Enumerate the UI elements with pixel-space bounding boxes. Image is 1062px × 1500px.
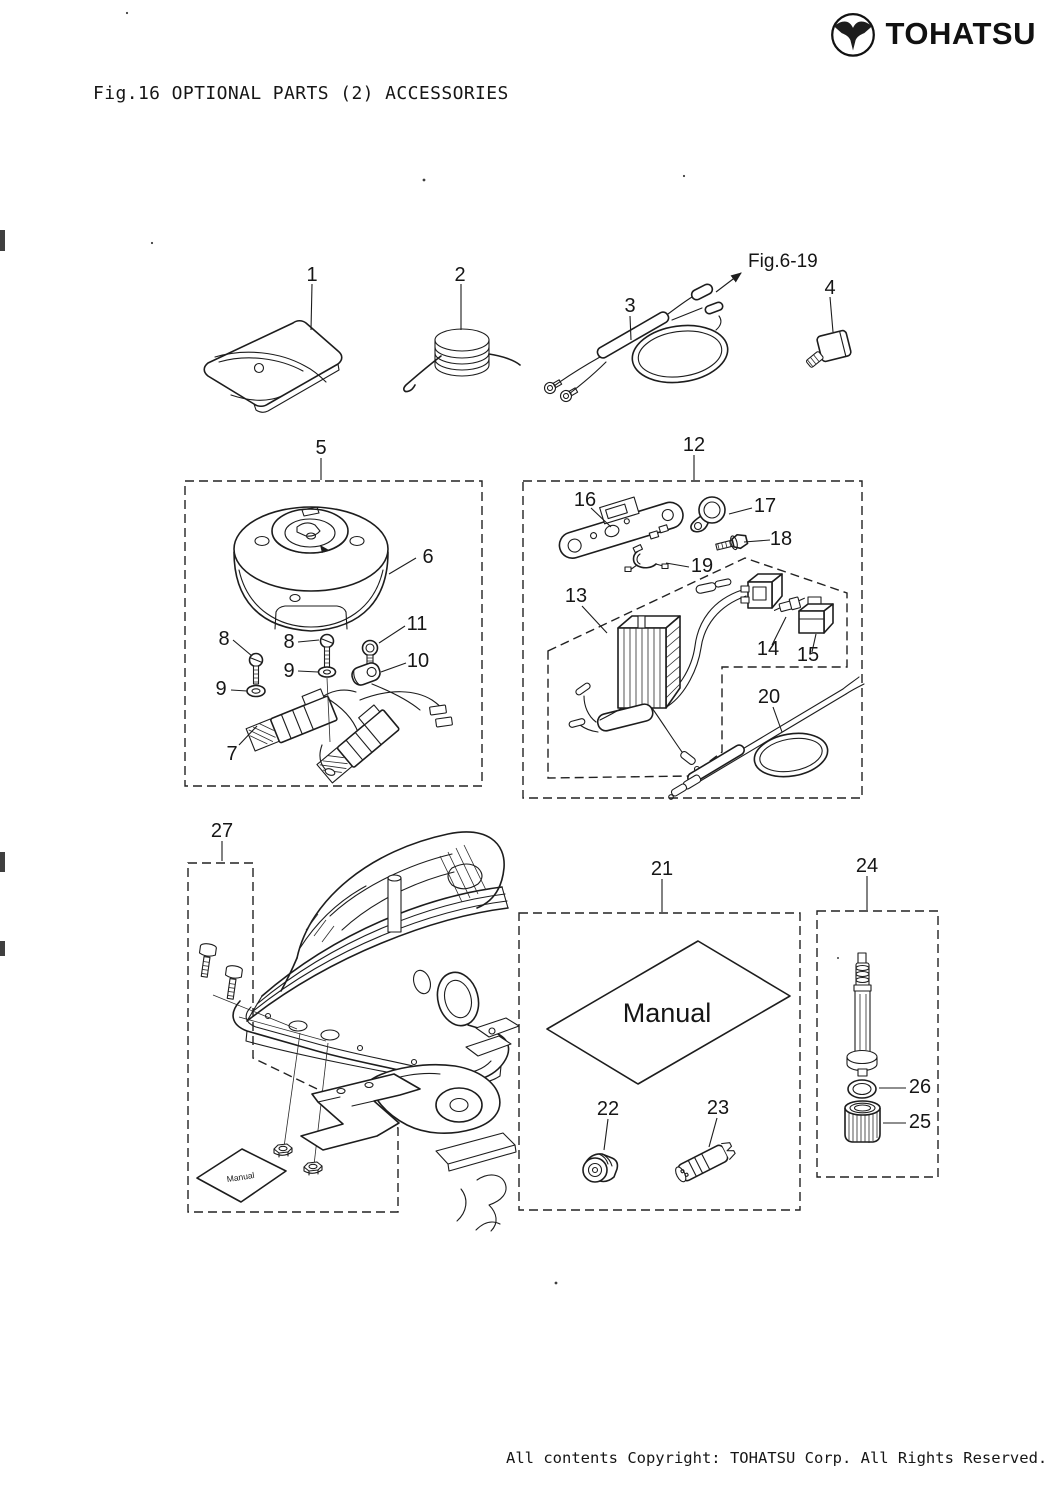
part-24-kit	[844, 952, 881, 1143]
part-18-bolt	[715, 533, 749, 551]
kit-box-5	[184, 480, 483, 787]
tohatsu-logo-icon	[830, 12, 875, 57]
kit-box-21	[518, 912, 801, 1211]
part-label-2: 2	[454, 264, 465, 286]
manual-slip-label: Manual	[226, 1170, 255, 1184]
part-label-8b: 8	[283, 631, 294, 653]
part-23-valve	[675, 1142, 736, 1183]
figure-reference: Fig.6-19	[748, 251, 818, 272]
manual-book	[546, 940, 791, 1085]
kit-outline-13	[547, 557, 848, 779]
part-4-cap	[805, 329, 852, 368]
part-10-clamp	[351, 662, 381, 686]
part-17-clamp	[690, 496, 726, 533]
part-label-13: 13	[565, 585, 587, 607]
part-label-15: 15	[797, 644, 819, 666]
part-1-tool-pouch	[203, 319, 343, 413]
kit-box-12	[522, 480, 863, 799]
part-13-connector	[740, 573, 783, 609]
part-25-cap	[844, 1100, 881, 1143]
kit-box-27	[187, 862, 399, 1213]
part-label-12: 12	[683, 434, 705, 456]
part-label-14: 14	[757, 638, 779, 660]
part-label-20: 20	[758, 686, 780, 708]
part-label-5: 5	[315, 437, 326, 459]
part-label-11: 11	[407, 613, 428, 635]
part-2-spring	[403, 328, 521, 393]
part-19-clip	[624, 544, 669, 573]
brand-header: TOHATSU	[827, 8, 1036, 60]
part-15-relay	[798, 596, 834, 634]
part-label-3: 3	[624, 295, 635, 317]
part-20-cable	[668, 676, 865, 800]
part-13-rectifier	[568, 573, 783, 773]
part-11-bolt	[361, 639, 379, 670]
part-9-washer-left	[246, 684, 266, 698]
part-label-18: 18	[770, 528, 792, 550]
nut-a	[273, 1143, 293, 1158]
part-14-fuse	[773, 596, 805, 613]
part-8-screw-mid	[319, 633, 335, 668]
brand-name: TOHATSU	[885, 16, 1036, 51]
part-label-1: 1	[306, 264, 317, 286]
part-label-16: 16	[574, 489, 596, 511]
part-label-9a: 9	[283, 660, 294, 682]
copyright-notice: All contents Copyright: TOHATSU Corp. Al…	[506, 1449, 1048, 1467]
part-3-wire-harness	[543, 283, 729, 403]
part-7-ignition-coils	[245, 677, 453, 784]
part-label-23: 23	[707, 1097, 729, 1119]
part-label-25: 25	[909, 1111, 931, 1133]
part-label-26: 26	[909, 1076, 931, 1098]
part-label-4: 4	[824, 277, 835, 299]
part-26-washer	[847, 1079, 877, 1099]
part-label-8a: 8	[218, 628, 229, 650]
part-label-10: 10	[407, 650, 429, 672]
part-label-6: 6	[422, 546, 433, 568]
part-label-21: 21	[651, 858, 673, 880]
leader-lines	[221, 272, 906, 1151]
part-label-7: 7	[226, 743, 237, 765]
part-label-27: 27	[211, 820, 233, 842]
nut-b	[303, 1161, 323, 1176]
part-label-24: 24	[856, 855, 878, 877]
manual-book-label: Manual	[623, 998, 712, 1028]
part-16-bracket	[558, 496, 684, 559]
part-9-washer-mid	[317, 666, 337, 678]
part-6-flywheel	[233, 506, 389, 632]
scan-artifacts	[0, 11, 839, 1285]
bolt-b	[224, 965, 243, 1000]
part-21-kit: Manual	[546, 940, 791, 1183]
manual-slip	[196, 1148, 287, 1203]
page-title: Fig.16 OPTIONAL PARTS (2) ACCESSORIES	[93, 83, 509, 104]
part-22-plug	[582, 1153, 619, 1183]
part-label-17: 17	[754, 495, 776, 517]
bracket-plate	[300, 1073, 421, 1151]
kit-boxes	[184, 480, 939, 1213]
part-label-9b: 9	[215, 678, 226, 700]
part-labels: 1 2 3 Fig.6-19 4 5 6 8 8 11 9 10 9 7 12 …	[211, 251, 931, 1133]
part-27-kit: Manual	[196, 943, 421, 1203]
part-label-19: 19	[691, 555, 713, 577]
part-8-screw-left	[248, 652, 264, 685]
part-label-22: 22	[597, 1098, 619, 1120]
bolt-a	[198, 943, 217, 978]
kit-box-24	[816, 910, 939, 1178]
